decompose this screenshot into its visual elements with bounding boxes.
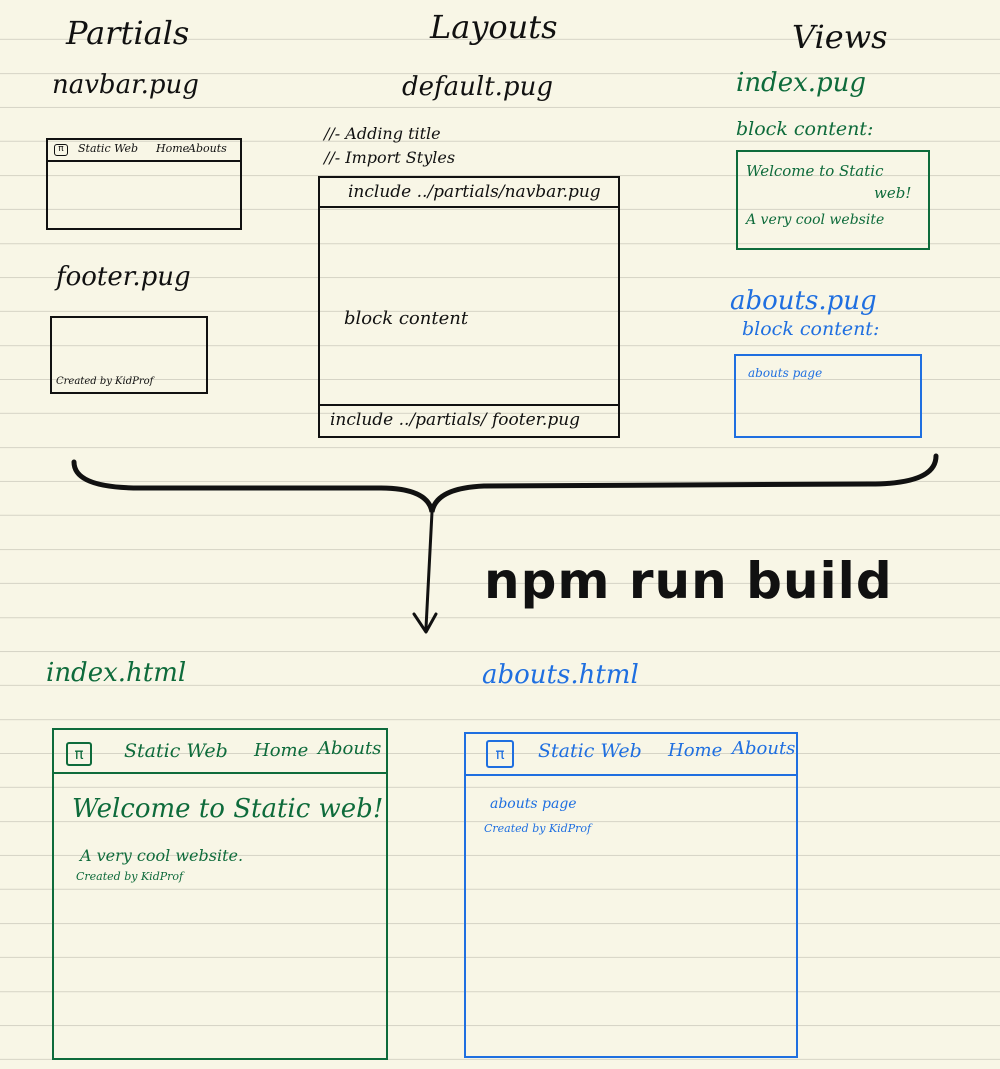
navbar-logo-icon: π [54, 144, 68, 156]
abouts-pug-text: abouts page [748, 366, 823, 380]
abouts-logo-icon[interactable]: π [486, 740, 514, 768]
abouts-nav-home[interactable]: Home [668, 740, 723, 761]
index-pug-subtitle: A very cool website [746, 212, 885, 228]
views-heading: Views [792, 18, 888, 56]
index-pug-block: block content: [736, 118, 874, 140]
navbar-brand: Static Web [78, 142, 139, 155]
index-heading: Welcome to Static web! [72, 794, 384, 824]
layouts-heading: Layouts [430, 8, 558, 46]
index-nav-brand[interactable]: Static Web [124, 740, 228, 762]
layout-comment-styles: //- Import Styles [324, 148, 456, 167]
brace-path [71, 453, 939, 513]
index-nav-abouts[interactable]: Abouts [318, 738, 382, 759]
footer-credit: Created by KidProf [56, 376, 154, 387]
abouts-pug-filename: abouts.pug [730, 286, 877, 316]
abouts-nav-abouts[interactable]: Abouts [732, 738, 796, 759]
index-logo-icon[interactable]: π [66, 742, 92, 766]
abouts-pug-block: block content: [742, 318, 880, 340]
abouts-footer: Created by KidProf [484, 822, 592, 835]
layout-filename: default.pug [402, 72, 553, 102]
navbar-partial-box: π Static Web Home Abouts [46, 138, 242, 230]
abouts-html-page: π Static Web Home Abouts abouts page Cre… [464, 732, 798, 1058]
build-command: npm run build [484, 552, 893, 610]
layout-include-footer: include ../partials/ footer.pug [330, 410, 581, 430]
navbar-filename: navbar.pug [52, 70, 199, 100]
abouts-html-filename: abouts.html [482, 660, 639, 690]
index-pug-box: Welcome to Static web! A very cool websi… [736, 150, 930, 250]
index-subtitle: A very cool website. [80, 846, 244, 865]
footer-partial-box: Created by KidProf [50, 316, 208, 394]
layout-block-content: block content [344, 308, 469, 329]
index-nav-home[interactable]: Home [254, 740, 309, 761]
index-pug-welcome: Welcome to Static [746, 162, 884, 180]
navbar-abouts: Abouts [188, 142, 227, 155]
layout-include-navbar: include ../partials/navbar.pug [348, 182, 601, 202]
abouts-nav-brand[interactable]: Static Web [538, 740, 642, 762]
layout-box: include ../partials/navbar.pug block con… [318, 176, 620, 438]
partials-heading: Partials [66, 14, 190, 52]
arrow-shaft [424, 510, 434, 630]
arrow-head [412, 612, 438, 634]
index-footer: Created by KidProf [76, 870, 184, 883]
footer-filename: footer.pug [56, 262, 191, 292]
index-html-filename: index.html [46, 658, 187, 688]
abouts-pug-box: abouts page [734, 354, 922, 438]
abouts-page-text: abouts page [490, 796, 577, 812]
navbar-home: Home [156, 142, 190, 155]
index-pug-welcome-web: web! [874, 184, 912, 202]
index-html-page: π Static Web Home Abouts Welcome to Stat… [52, 728, 388, 1060]
index-pug-filename: index.pug [736, 68, 867, 98]
layout-comment-title: //- Adding title [324, 124, 441, 143]
